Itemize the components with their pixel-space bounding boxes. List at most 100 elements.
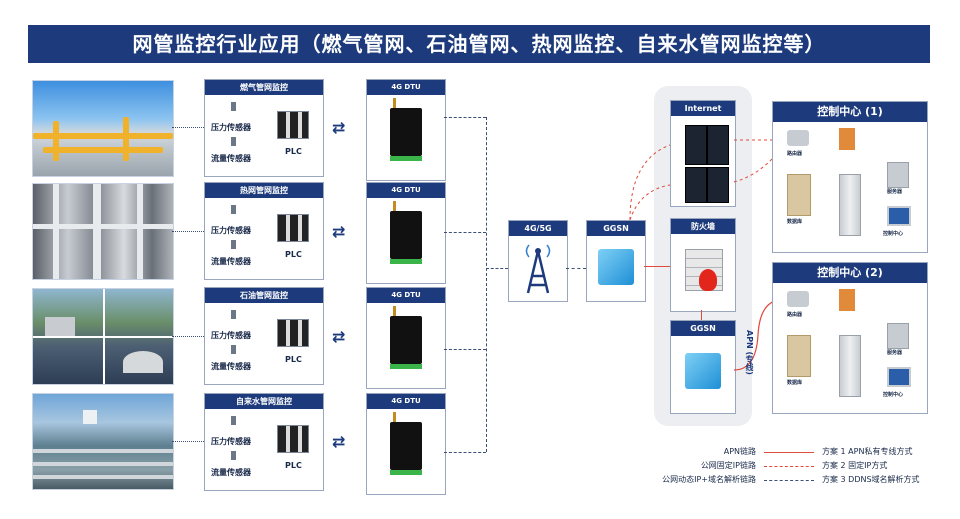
legend-line-ddns bbox=[764, 480, 814, 481]
server-rack-icon bbox=[707, 167, 729, 203]
photo-link-4 bbox=[172, 441, 204, 442]
switch-cube-icon bbox=[598, 249, 634, 285]
public-ip-links bbox=[629, 139, 781, 221]
cellular-tower-box: 4G/5G bbox=[508, 220, 568, 302]
router-icon bbox=[787, 291, 809, 307]
dtu-link-3 bbox=[444, 349, 486, 350]
legend-line-fixed-ip bbox=[764, 466, 814, 467]
plc-label: PLC bbox=[285, 461, 302, 470]
pressure-sensor-icon bbox=[231, 416, 236, 425]
firewall-wall-icon bbox=[839, 128, 855, 150]
heat-pipeline-photo bbox=[32, 183, 174, 280]
control-center-1: 控制中心 (1) 路由器 数据库 服务器 控制中心 bbox=[772, 101, 928, 253]
internet-box: Internet bbox=[670, 100, 736, 207]
control-center-title: 控制中心 (2) bbox=[773, 263, 927, 283]
flow-sensor-label: 流量传感器 bbox=[211, 362, 251, 371]
dtu-link-4 bbox=[444, 452, 486, 453]
pressure-sensor-label: 压力传感器 bbox=[211, 331, 251, 340]
terminal-block bbox=[390, 470, 422, 475]
terminal-block bbox=[390, 364, 422, 369]
server-label: 服务器 bbox=[887, 189, 903, 195]
photo-link-2 bbox=[172, 231, 204, 232]
flow-sensor-icon bbox=[231, 345, 236, 354]
dtu-device-2: 4G DTU bbox=[366, 182, 446, 284]
router-label: 路由器 bbox=[787, 151, 803, 157]
database-icon bbox=[787, 335, 811, 377]
bidirectional-arrow-icon: ⇄ bbox=[332, 118, 346, 137]
legend-name-ddns: 公网动态IP+域名解析链路 bbox=[662, 475, 756, 484]
legend-desc-ddns: 方案 3 DDNS域名解析方式 bbox=[822, 475, 920, 484]
terminal-block bbox=[390, 259, 422, 264]
core-server-icon bbox=[839, 335, 861, 397]
server-label: 服务器 bbox=[887, 350, 903, 356]
flow-sensor-label: 流量传感器 bbox=[211, 468, 251, 477]
dtu-bus-line bbox=[486, 117, 487, 452]
switch-cube-icon bbox=[685, 353, 721, 389]
pressure-sensor-icon bbox=[231, 205, 236, 214]
control-center-title: 控制中心 (1) bbox=[773, 102, 927, 122]
control-center-2: 控制中心 (2) 路由器 数据库 服务器 控制中心 bbox=[772, 262, 928, 414]
flame-icon bbox=[699, 269, 717, 291]
legend-desc-fixed-ip: 方案 2 固定IP方式 bbox=[822, 461, 888, 470]
legend-line-apn bbox=[764, 452, 814, 453]
pressure-sensor-label: 压力传感器 bbox=[211, 437, 251, 446]
firewall-box: 防火墙 bbox=[670, 218, 736, 312]
monitor-panel-water: 自来水管网监控 压力传感器 流量传感器 PLC bbox=[204, 393, 324, 491]
dtu-device-3: 4G DTU bbox=[366, 287, 446, 389]
monitor-panel-oil: 石油管网监控 压力传感器 流量传感器 PLC bbox=[204, 287, 324, 385]
router-icon bbox=[787, 130, 809, 146]
antenna-icon bbox=[393, 306, 396, 318]
dtu-title: 4G DTU bbox=[367, 288, 445, 303]
pressure-sensor-icon bbox=[231, 310, 236, 319]
monitor-panel-gas: 燃气管网监控 压力传感器 流量传感器 PLC bbox=[204, 79, 324, 177]
bidirectional-arrow-icon: ⇄ bbox=[332, 222, 346, 241]
computer-icon bbox=[887, 206, 911, 226]
dtu-title: 4G DTU bbox=[367, 183, 445, 198]
server-rack-icon bbox=[707, 125, 729, 165]
firewall-to-ggsn2-link bbox=[701, 310, 702, 320]
ggsn-to-firewall-link bbox=[644, 266, 670, 267]
dtu-device-4: 4G DTU bbox=[366, 393, 446, 495]
console-label: 控制中心 bbox=[883, 392, 904, 398]
photo-link-3 bbox=[172, 336, 204, 337]
dtu-body bbox=[390, 316, 422, 364]
plc-icon bbox=[277, 111, 309, 139]
title-banner bbox=[28, 25, 930, 63]
dtu-device-1: 4G DTU bbox=[366, 79, 446, 181]
database-label: 数据库 bbox=[787, 219, 803, 225]
legend-name-fixed-ip: 公网固定IP链路 bbox=[700, 461, 756, 470]
firewall-wall-icon bbox=[839, 289, 855, 311]
dtu-body bbox=[390, 211, 422, 259]
flow-sensor-label: 流量传感器 bbox=[211, 257, 251, 266]
dtu-body bbox=[390, 422, 422, 470]
flow-sensor-icon bbox=[231, 137, 236, 146]
database-label: 数据库 bbox=[787, 380, 803, 386]
dtu-body bbox=[390, 108, 422, 156]
ggsn-box-1: GGSN bbox=[586, 220, 646, 302]
ggsn-title: GGSN bbox=[587, 221, 645, 236]
server-rack-icon bbox=[685, 167, 707, 203]
plc-icon bbox=[277, 319, 309, 347]
core-server-icon bbox=[839, 174, 861, 236]
console-label: 控制中心 bbox=[883, 231, 904, 237]
water-pipeline-photo bbox=[32, 393, 174, 490]
panel-title: 热网管网监控 bbox=[205, 183, 323, 198]
pressure-sensor-label: 压力传感器 bbox=[211, 226, 251, 235]
photo-link-1 bbox=[172, 127, 204, 128]
panel-title: 燃气管网监控 bbox=[205, 80, 323, 95]
pressure-sensor-icon bbox=[231, 102, 236, 111]
tower-to-ggsn-link bbox=[566, 268, 586, 269]
antenna-icon bbox=[393, 98, 396, 110]
ggsn-title: GGSN bbox=[671, 321, 735, 336]
tower-title: 4G/5G bbox=[509, 221, 567, 236]
legend-name-apn: APN链路 bbox=[723, 447, 756, 456]
dtu-link-1 bbox=[444, 117, 486, 118]
gas-pipeline-photo bbox=[32, 80, 174, 177]
firewall-title: 防火墙 bbox=[671, 219, 735, 234]
page-title: 网管监控行业应用（燃气管网、石油管网、热网监控、自来水管网监控等） bbox=[132, 32, 826, 56]
plc-icon bbox=[277, 425, 309, 453]
bus-to-tower-link bbox=[486, 268, 508, 269]
server-icon bbox=[887, 323, 909, 349]
dtu-link-2 bbox=[444, 232, 486, 233]
monitor-panel-heat: 热网管网监控 压力传感器 流量传感器 PLC bbox=[204, 182, 324, 280]
